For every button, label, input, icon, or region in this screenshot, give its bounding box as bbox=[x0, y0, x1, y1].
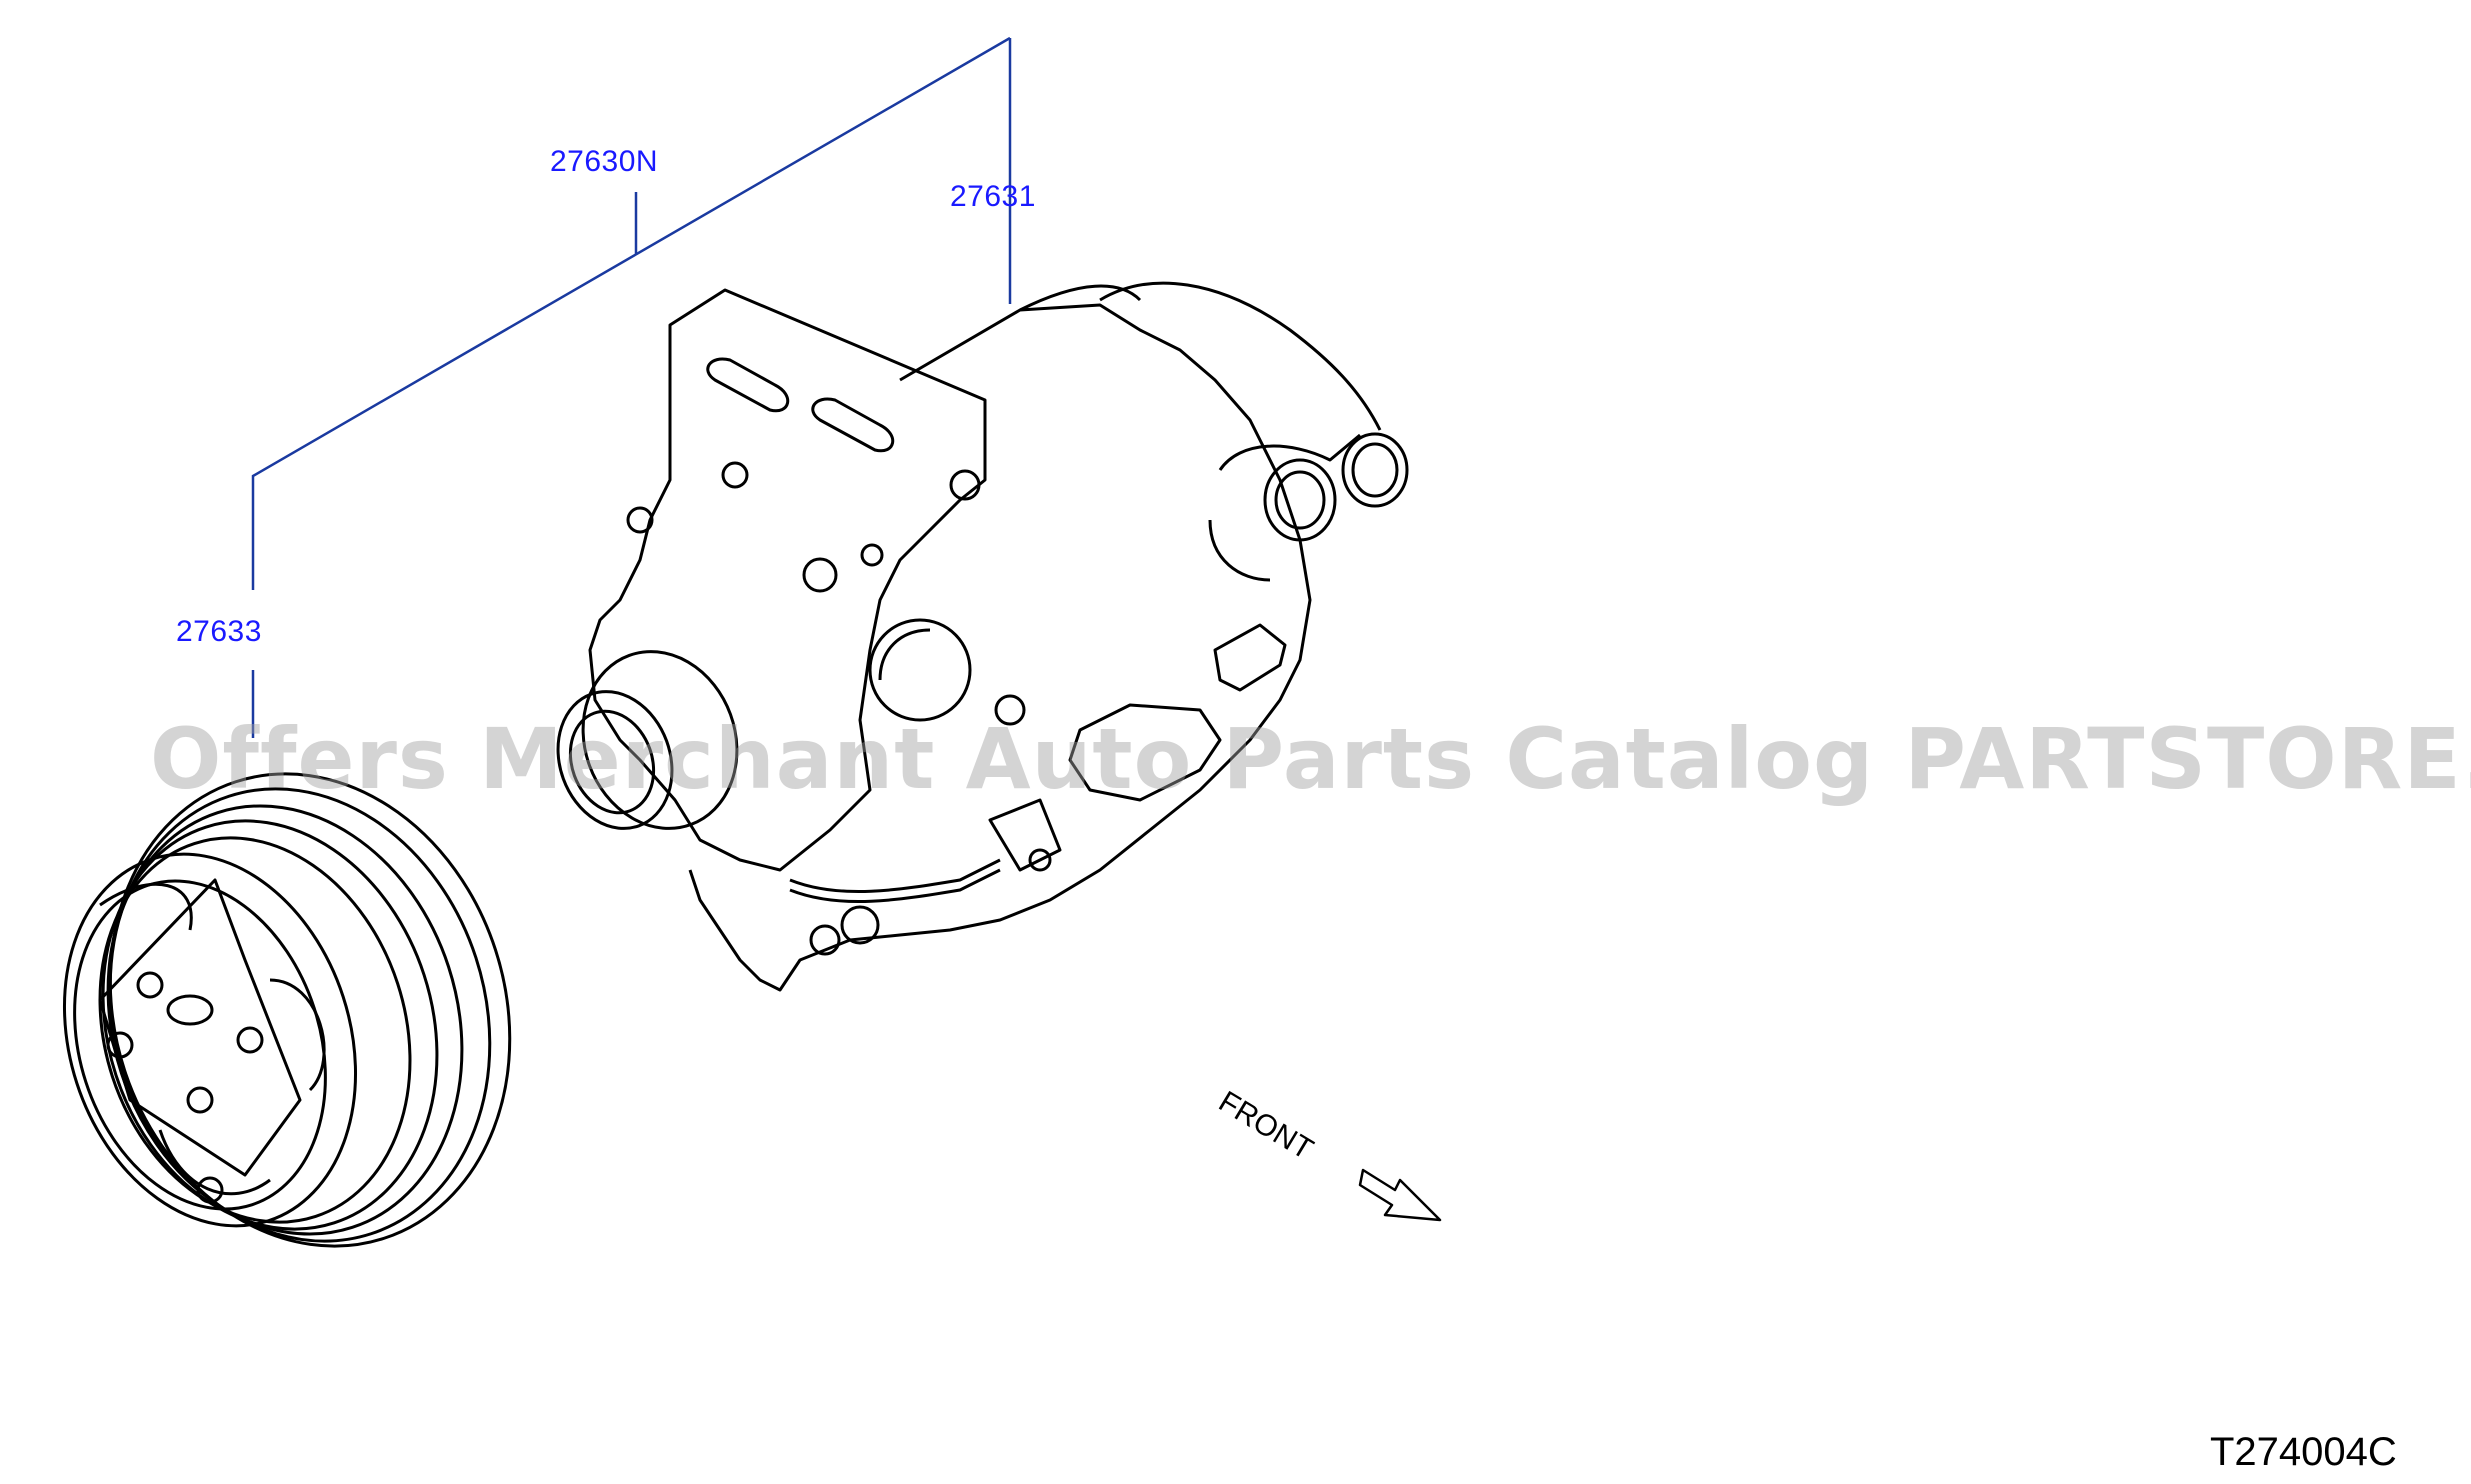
diagram-id: T274004C bbox=[2210, 1430, 2397, 1474]
callout-27631[interactable]: 27631 bbox=[950, 180, 1036, 213]
leader-lines bbox=[251, 36, 1012, 738]
compressor-drawing bbox=[556, 281, 1409, 992]
watermark-text: Offers Merchant Auto Parts Catalog PARTS… bbox=[150, 710, 2471, 808]
clutch-pulley-drawing bbox=[62, 772, 512, 1248]
callout-27633[interactable]: 27633 bbox=[176, 615, 262, 648]
front-arrow-icon bbox=[1358, 1168, 1442, 1222]
callout-27630n[interactable]: 27630N bbox=[550, 145, 659, 178]
